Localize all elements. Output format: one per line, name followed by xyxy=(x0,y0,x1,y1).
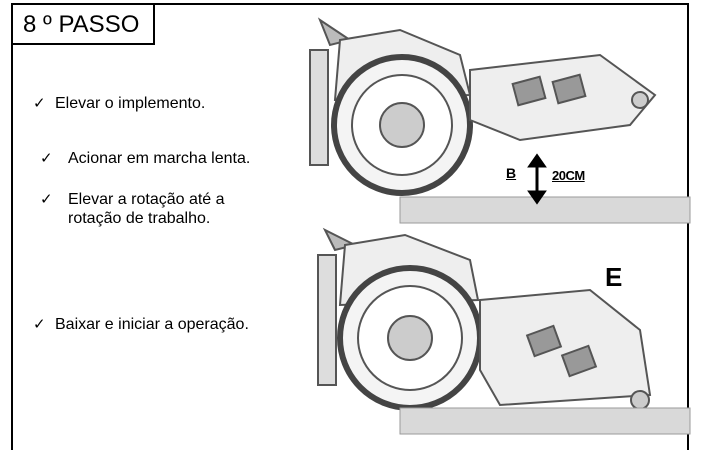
implement-panel xyxy=(511,75,547,107)
step-text: Elevar o implemento. xyxy=(55,95,206,112)
ground-top xyxy=(399,196,691,224)
step-text: Elevar a rotação até a rotação de trabal… xyxy=(68,191,225,227)
implement-panel xyxy=(560,344,598,378)
roller xyxy=(631,91,649,109)
check-icon: ✓ xyxy=(40,150,53,167)
label-height: 20CM xyxy=(552,168,585,183)
tractor-lowered-drawing xyxy=(317,227,652,411)
step-text: Baixar e iniciar a operação. xyxy=(55,316,249,333)
implement-panel xyxy=(525,324,563,358)
label-b: B xyxy=(506,165,517,181)
page-title: 8 º PASSO xyxy=(13,5,155,45)
ground-bottom xyxy=(399,407,691,435)
wheel-hub xyxy=(387,315,433,361)
roller xyxy=(630,390,650,410)
implement-panel xyxy=(551,73,587,105)
mower-implement xyxy=(479,288,652,407)
wheel-hub xyxy=(379,102,425,148)
rear-hitch xyxy=(309,49,329,166)
rear-hitch xyxy=(317,254,337,386)
check-icon: ✓ xyxy=(40,191,53,208)
label-e: E xyxy=(605,262,623,292)
step-item: ✓ Elevar a rotação até a rotação de trab… xyxy=(40,190,225,228)
step-text: Acionar em marcha lenta. xyxy=(68,150,251,167)
step-item: ✓ Acionar em marcha lenta. xyxy=(40,149,250,168)
step-item: ✓ Baixar e iniciar a operação. xyxy=(33,315,249,334)
step-item: ✓ Elevar o implemento. xyxy=(33,94,205,113)
page-frame xyxy=(11,3,689,450)
tractor-raised-drawing xyxy=(309,17,657,196)
height-arrow xyxy=(527,153,547,205)
check-icon: ✓ xyxy=(33,95,46,112)
check-icon: ✓ xyxy=(33,316,46,333)
